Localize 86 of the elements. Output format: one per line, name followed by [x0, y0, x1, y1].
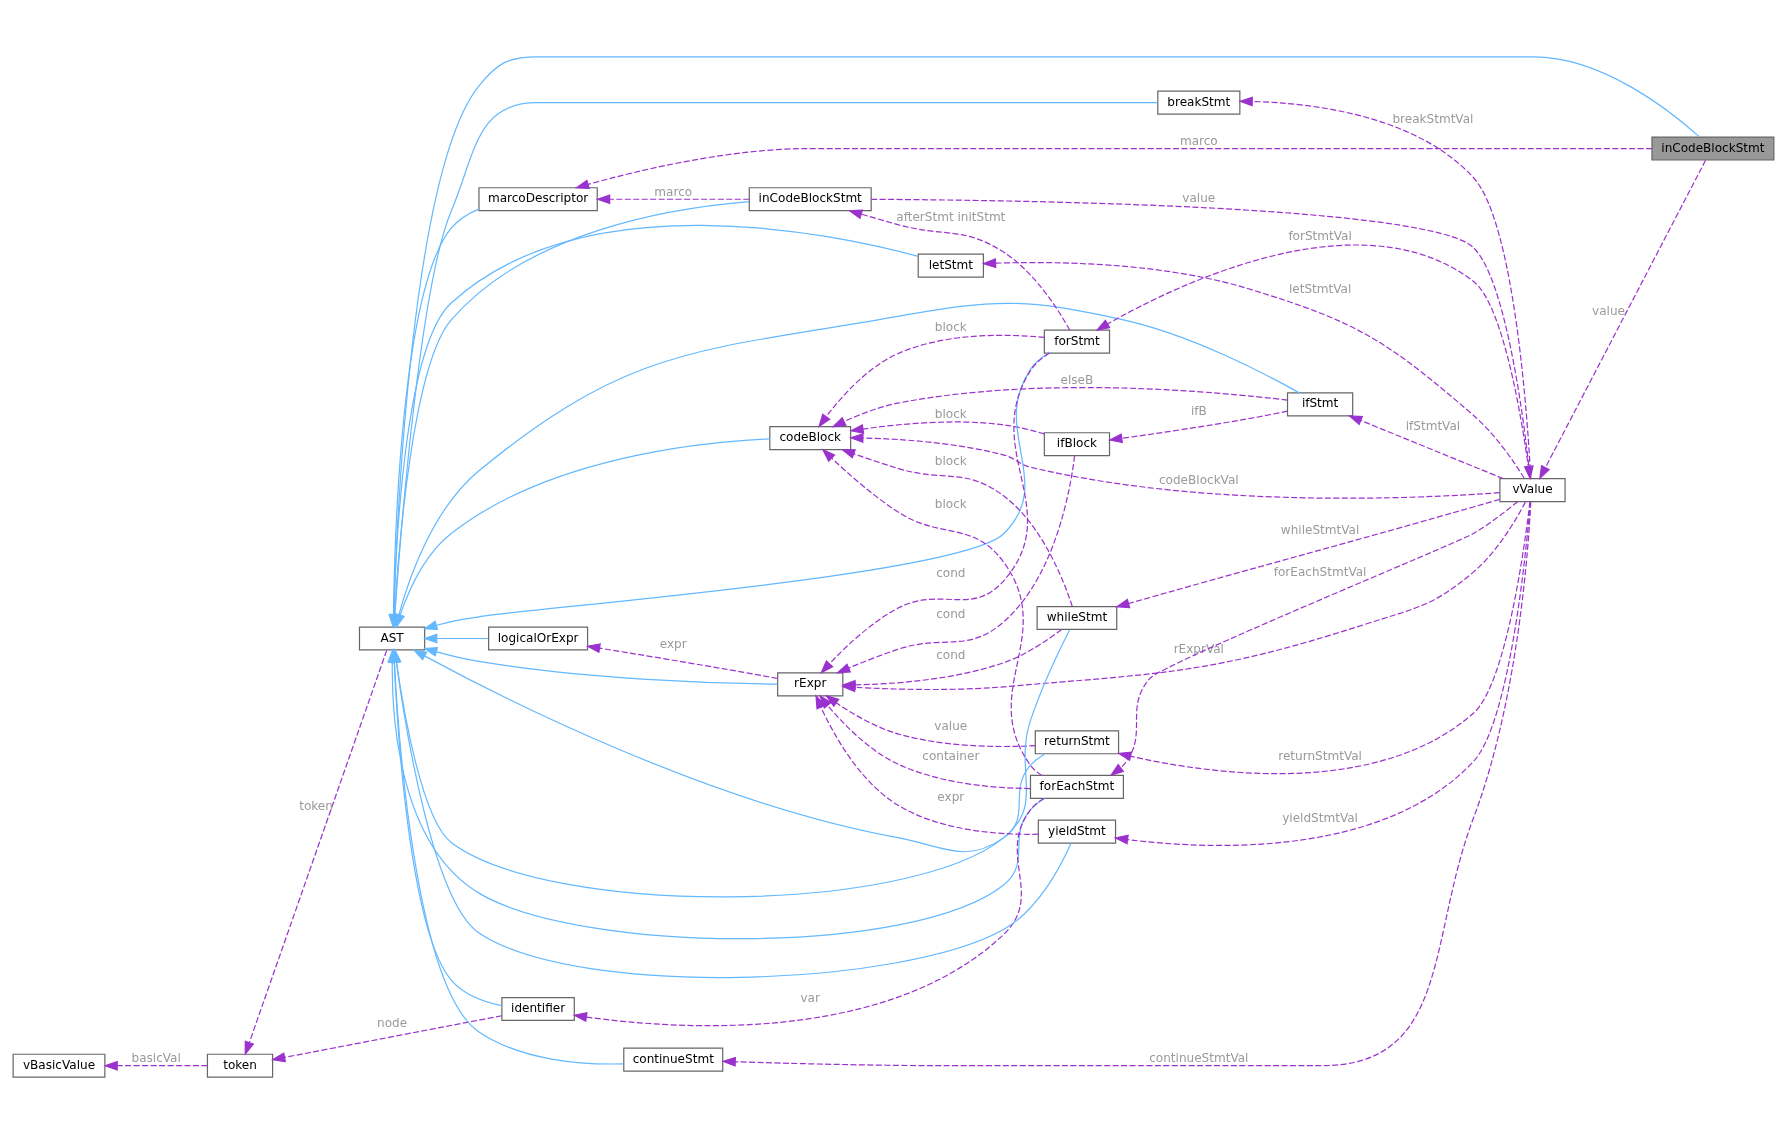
arrow — [821, 448, 1043, 776]
arrow — [595, 194, 750, 205]
arrow — [422, 633, 489, 644]
arrow — [1107, 410, 1289, 444]
arrow — [412, 649, 1046, 853]
arrow — [815, 694, 1039, 835]
node-box: vValue — [1499, 478, 1566, 503]
arrow — [849, 421, 1045, 435]
arrow — [585, 643, 779, 680]
node-box: ifStmt — [1286, 392, 1354, 417]
edge-label: value — [1182, 190, 1216, 205]
edge-label: container — [922, 749, 980, 764]
node-box: logicalOrExpr — [488, 626, 589, 651]
arrow — [1347, 415, 1504, 480]
edge-label: returnStmtVal — [1278, 749, 1362, 764]
arrow — [244, 649, 388, 1056]
edge-label: codeBlockVal — [1158, 473, 1239, 488]
node-box: AST — [358, 626, 426, 651]
arrow — [847, 209, 1071, 331]
edge-label: forStmtVal — [1288, 229, 1352, 244]
arrow — [1095, 244, 1531, 479]
edge-label: forEachStmtVal — [1273, 564, 1367, 579]
arrow — [572, 797, 1045, 1027]
node-box: token — [206, 1053, 274, 1078]
edge-label: block — [934, 406, 967, 421]
arrow — [1115, 498, 1501, 609]
edge-label: marco — [654, 184, 693, 199]
arrow — [820, 352, 1051, 675]
arrow — [835, 455, 1076, 674]
arrow — [391, 648, 1072, 978]
node-box: returnStmt — [1034, 730, 1120, 755]
edge-label: whileStmtVal — [1280, 522, 1360, 537]
edge-label: cond — [936, 648, 966, 663]
edge-label: var — [800, 990, 820, 1005]
node-box: forStmt — [1043, 329, 1111, 354]
arrow — [422, 647, 778, 685]
node-box: marcoDescriptor — [478, 187, 598, 212]
arrow — [721, 501, 1532, 1067]
edge-label: ifB — [1190, 404, 1207, 419]
node-box: inCodeBlockStmt — [1651, 136, 1775, 161]
node-box: rExpr — [777, 672, 844, 697]
arrow — [840, 449, 1073, 607]
edge-label: afterStmt initStmt — [896, 209, 1006, 224]
arrow — [818, 694, 1031, 790]
edge-label: yieldStmtVal — [1282, 810, 1358, 825]
node-box: letStmt — [917, 253, 984, 278]
node-box: codeBlock — [769, 426, 852, 451]
edge-label: cond — [936, 606, 966, 621]
node-box: breakStmt — [1157, 90, 1241, 115]
edge-label: block — [934, 497, 967, 512]
node-box: yieldStmt — [1037, 819, 1117, 844]
arrow — [818, 334, 1045, 429]
arrow — [103, 1060, 208, 1071]
edge-label: value — [1592, 304, 1625, 319]
node-box: ifBlock — [1043, 432, 1111, 457]
arrow — [1113, 501, 1531, 846]
arrow — [824, 694, 1036, 748]
node-box: identifier — [501, 996, 575, 1022]
arrow — [270, 1015, 503, 1063]
edge-label: elseB — [1060, 372, 1094, 387]
arrow — [1538, 159, 1707, 480]
edge-label: letStmtVal — [1288, 282, 1352, 297]
node-box: inCodeBlockStmt — [748, 187, 872, 212]
arrow — [841, 629, 1062, 690]
node-box: vBasicValue — [12, 1053, 106, 1078]
arrow — [391, 629, 1071, 898]
edge-label: block — [934, 453, 967, 468]
edge-label: expr — [659, 637, 687, 652]
arrow — [981, 258, 1525, 479]
edge-label: basicVal — [131, 1051, 181, 1066]
node-box: continueStmt — [623, 1047, 724, 1072]
edge-label: node — [377, 1016, 408, 1031]
node-box: forEachStmt — [1029, 774, 1124, 799]
edge-label: block — [934, 319, 967, 334]
edge-label: breakStmtVal — [1392, 112, 1474, 127]
arrow — [422, 352, 1050, 631]
edge-label: expr — [937, 790, 965, 805]
edge-label: value — [934, 719, 968, 734]
arrow — [831, 386, 1288, 428]
node-box: whileStmt — [1036, 605, 1118, 631]
edge-label: cond — [936, 565, 966, 580]
edge-label: marco — [1179, 133, 1218, 148]
arrow — [574, 147, 1653, 190]
edge-label: continueStmtVal — [1149, 1051, 1249, 1066]
edge-label: ifStmtVal — [1405, 418, 1461, 433]
edge-label: token — [299, 798, 333, 813]
